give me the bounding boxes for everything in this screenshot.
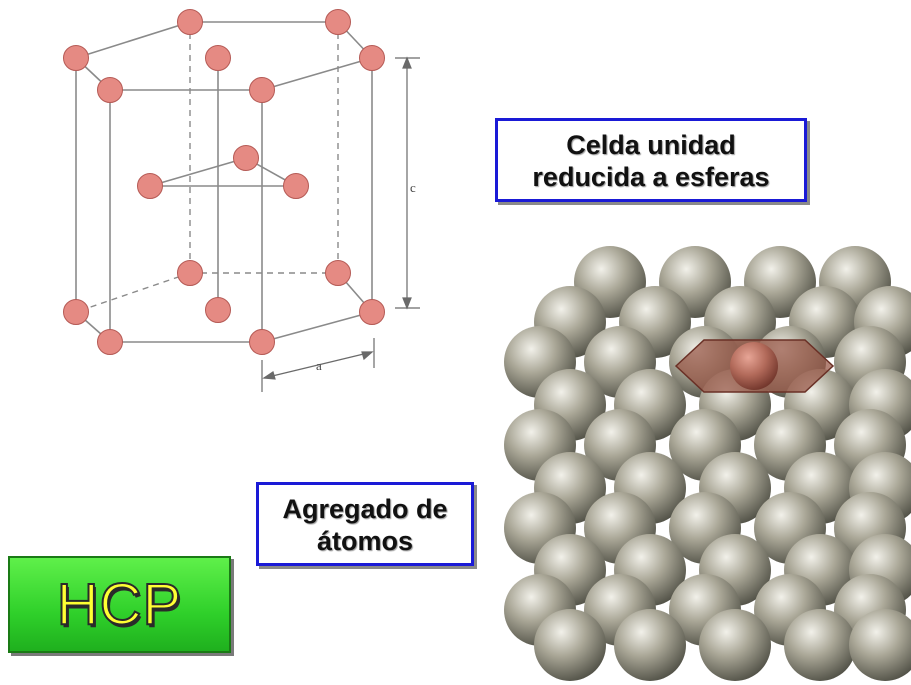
aggregate-label-line1: Agregado de <box>282 494 448 524</box>
hcp-badge-text: HCP <box>56 571 183 638</box>
atom <box>137 173 163 199</box>
atom <box>97 77 123 103</box>
atom <box>205 45 231 71</box>
dimension-a-label: a <box>316 358 322 373</box>
atom <box>233 145 259 171</box>
atom <box>177 260 203 286</box>
atom <box>359 299 385 325</box>
atom <box>249 329 275 355</box>
atom <box>325 260 351 286</box>
sphere <box>849 609 911 681</box>
sphere <box>699 609 771 681</box>
atom <box>97 329 123 355</box>
atom <box>63 299 89 325</box>
hcp-unit-cell-diagram: c a <box>63 9 420 392</box>
aggregate-label-line2: átomos <box>316 526 414 556</box>
hcp-sphere-aggregate <box>504 246 911 681</box>
atom-group <box>63 9 385 355</box>
atom <box>283 173 309 199</box>
sphere <box>534 609 606 681</box>
dimension-c-label: c <box>410 180 416 195</box>
atom <box>63 45 89 71</box>
sphere <box>614 609 686 681</box>
atom <box>249 77 275 103</box>
hcp-badge: HCP <box>8 556 231 653</box>
unit-cell-label-line2: reducida a esferas <box>532 162 770 192</box>
center-atom <box>730 342 778 390</box>
atom <box>325 9 351 35</box>
unit-cell-label-box: Celda unidad reducida a esferas <box>495 118 807 202</box>
unit-cell-label-line1: Celda unidad <box>566 130 736 160</box>
aggregate-label-box: Agregado de átomos <box>256 482 474 566</box>
atom <box>177 9 203 35</box>
atom <box>205 297 231 323</box>
sphere <box>784 609 856 681</box>
atom <box>359 45 385 71</box>
